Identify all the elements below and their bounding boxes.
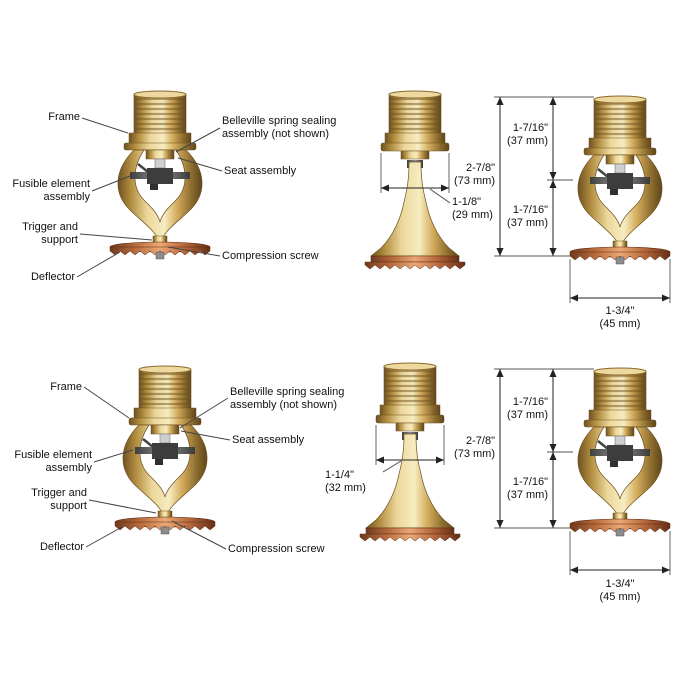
dim-value-in: 1-1/4" (325, 469, 354, 481)
dim-value-in: 1-3/4" (605, 578, 635, 590)
leader-lines-row1 (76, 117, 223, 278)
dim-value-mm: (37 mm) (507, 489, 548, 501)
dim-side-width-row2: 1-1/4" (32 mm) (325, 469, 366, 495)
dimensions-right-row2 (494, 368, 671, 575)
dim-value-mm: (32 mm) (325, 482, 366, 494)
label-frame-row2: Frame (50, 381, 82, 393)
dimension-side-row2 (375, 425, 445, 473)
dimensions-right-row1 (494, 96, 671, 303)
label-frame-row1: Frame (48, 111, 80, 123)
dim-value-mm: (45 mm) (599, 591, 641, 603)
dim-value-in: 1-7/16" (512, 476, 548, 488)
dim-value-in: 1-1/8" (452, 196, 481, 208)
label-compression-row2: Compression screw (228, 543, 325, 555)
dim-value-in: 1-3/4" (605, 305, 635, 317)
label-seat-row2: Seat assembly (232, 434, 305, 446)
label-belleville-row1: Belleville spring sealing assembly (not … (222, 115, 337, 140)
label-deflector-row2: Deflector (39, 541, 84, 553)
dim-value-in: 1-7/16" (512, 396, 548, 408)
sprinkler-dimensioned-row1 (570, 96, 670, 264)
sprinkler-front-row1 (110, 91, 210, 259)
sprinkler-side-row2 (360, 363, 460, 541)
label-fusible-row1: Fusible element assembly (12, 178, 90, 203)
dim-value-in: 2-7/8" (466, 435, 495, 447)
dim-side-width-row1: 1-1/8" (29 mm) (452, 196, 493, 222)
dim-value-in: 1-7/16" (512, 204, 548, 216)
dim-value-mm: (73 mm) (454, 175, 495, 187)
dim-value-in: 2-7/8" (466, 162, 495, 174)
dim-value-in: 1-7/16" (512, 122, 548, 134)
dim-upper-row1: 1-7/16" (37 mm) (507, 122, 548, 148)
dim-overall-row1: 2-7/8" (73 mm) (454, 162, 495, 188)
dim-value-mm: (37 mm) (507, 135, 548, 147)
dim-value-mm: (29 mm) (452, 209, 493, 221)
label-trigger-row2: Trigger and support (31, 487, 87, 512)
label-belleville-row2: Belleville spring sealing assembly (not … (230, 386, 345, 411)
label-seat-row1: Seat assembly (224, 165, 297, 177)
dim-deflector-width-row2: 1-3/4" (45 mm) (570, 578, 670, 604)
dim-lower-row1: 1-7/16" (37 mm) (507, 204, 548, 230)
dim-value-mm: (37 mm) (507, 217, 548, 229)
label-trigger-row1: Trigger and support (22, 221, 78, 246)
label-compression-row1: Compression screw (222, 250, 319, 262)
dim-value-mm: (45 mm) (599, 318, 641, 330)
dim-value-mm: (37 mm) (507, 409, 548, 421)
label-deflector-row1: Deflector (30, 271, 75, 283)
dim-deflector-width-row1: 1-3/4" (45 mm) (570, 305, 670, 331)
sprinkler-front-row2 (115, 366, 215, 534)
dim-overall-row2: 2-7/8" (73 mm) (454, 435, 495, 461)
sprinkler-side-row1 (365, 91, 465, 269)
leader-lines-row2 (83, 386, 231, 550)
dim-value-mm: (73 mm) (454, 448, 495, 460)
sprinkler-dimensioned-row2 (570, 368, 670, 536)
dim-upper-row2: 1-7/16" (37 mm) (507, 396, 548, 422)
dim-lower-row2: 1-7/16" (37 mm) (507, 476, 548, 502)
dimension-side-row1 (380, 153, 451, 204)
label-fusible-row2: Fusible element assembly (14, 449, 92, 474)
